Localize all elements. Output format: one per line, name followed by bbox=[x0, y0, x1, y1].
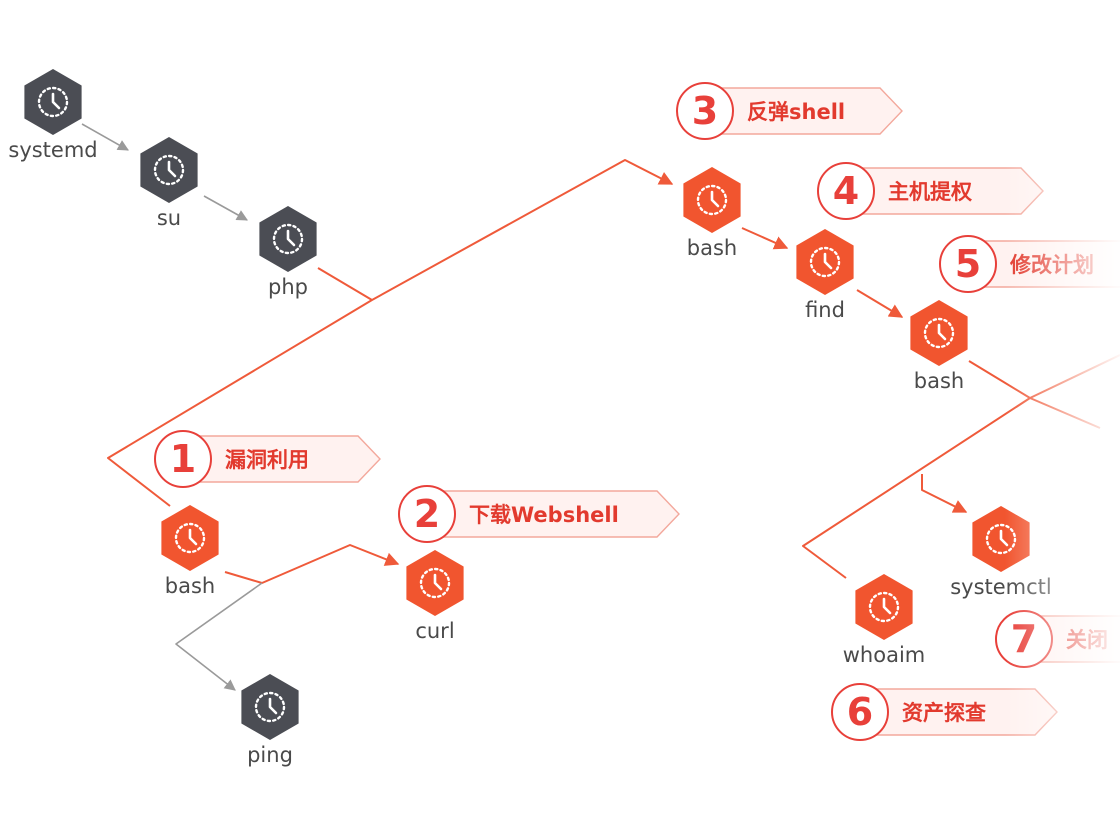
step-label: 关闭 bbox=[1066, 628, 1108, 652]
edge-bash1-ping bbox=[175, 582, 263, 691]
process-node-bash2[interactable]: bash bbox=[683, 167, 741, 260]
node-label: curl bbox=[415, 619, 454, 643]
step-number: 7 bbox=[1011, 617, 1037, 661]
step-label: 下载Webshell bbox=[469, 503, 619, 527]
process-node-php[interactable]: php bbox=[259, 206, 317, 299]
node-label: bash bbox=[914, 369, 964, 393]
step-badge-4: 4 主机提权 bbox=[817, 162, 1044, 220]
edge-su-php bbox=[203, 195, 248, 221]
edge-bash1-curl bbox=[224, 544, 400, 584]
edge-branch-right-1 bbox=[1029, 354, 1120, 399]
process-node-systemd[interactable]: systemd bbox=[8, 69, 98, 162]
node-label: ping bbox=[247, 743, 293, 767]
process-node-ping[interactable]: ping bbox=[241, 674, 299, 767]
step-badge-2: 2 下载Webshell bbox=[398, 485, 680, 543]
step-label: 主机提权 bbox=[888, 180, 972, 204]
edge-branch-right-2 bbox=[1029, 397, 1101, 429]
step-badge-6: 6 资产探查 bbox=[831, 683, 1058, 741]
process-node-bash3[interactable]: bash bbox=[910, 300, 968, 393]
node-label: whoaim bbox=[843, 643, 926, 667]
process-node-su[interactable]: su bbox=[140, 137, 198, 230]
step-badge-5: 5 修改计划 bbox=[939, 235, 1120, 293]
edge-bash2-find bbox=[741, 227, 789, 250]
step-label: 修改计划 bbox=[1009, 253, 1094, 277]
edge-find-bash3 bbox=[856, 289, 904, 318]
node-label: bash bbox=[165, 574, 215, 598]
process-node-curl[interactable]: curl bbox=[406, 550, 464, 643]
edge-branch-systemctl bbox=[921, 474, 968, 513]
step-label: 资产探查 bbox=[902, 701, 986, 725]
step-number: 1 bbox=[170, 437, 196, 481]
node-label: systemctl bbox=[950, 575, 1052, 599]
process-node-whoaim[interactable]: whoaim bbox=[843, 574, 926, 667]
step-badge-1: 1 漏洞利用 bbox=[154, 430, 381, 488]
step-number: 3 bbox=[692, 89, 718, 133]
process-node-find[interactable]: find bbox=[796, 229, 854, 322]
step-number: 5 bbox=[955, 242, 981, 286]
step-badge-3: 3 反弹shell bbox=[676, 82, 903, 140]
step-number: 6 bbox=[847, 690, 873, 734]
node-label: systemd bbox=[8, 138, 97, 162]
node-label: find bbox=[805, 298, 845, 322]
step-label: 漏洞利用 bbox=[225, 448, 309, 472]
node-label: su bbox=[157, 206, 181, 230]
step-number: 2 bbox=[414, 492, 440, 536]
process-node-systemctl[interactable]: systemctl bbox=[950, 506, 1052, 599]
node-label: bash bbox=[687, 236, 737, 260]
edge-php-bash2 bbox=[317, 159, 674, 301]
process-node-bash1[interactable]: bash bbox=[161, 505, 219, 598]
edge-bash3-branch bbox=[968, 360, 1031, 399]
step-number: 4 bbox=[833, 169, 859, 213]
step-badge-7: 7 关闭 bbox=[995, 610, 1120, 668]
step-label: 反弹shell bbox=[747, 100, 845, 124]
node-label: php bbox=[268, 275, 308, 299]
